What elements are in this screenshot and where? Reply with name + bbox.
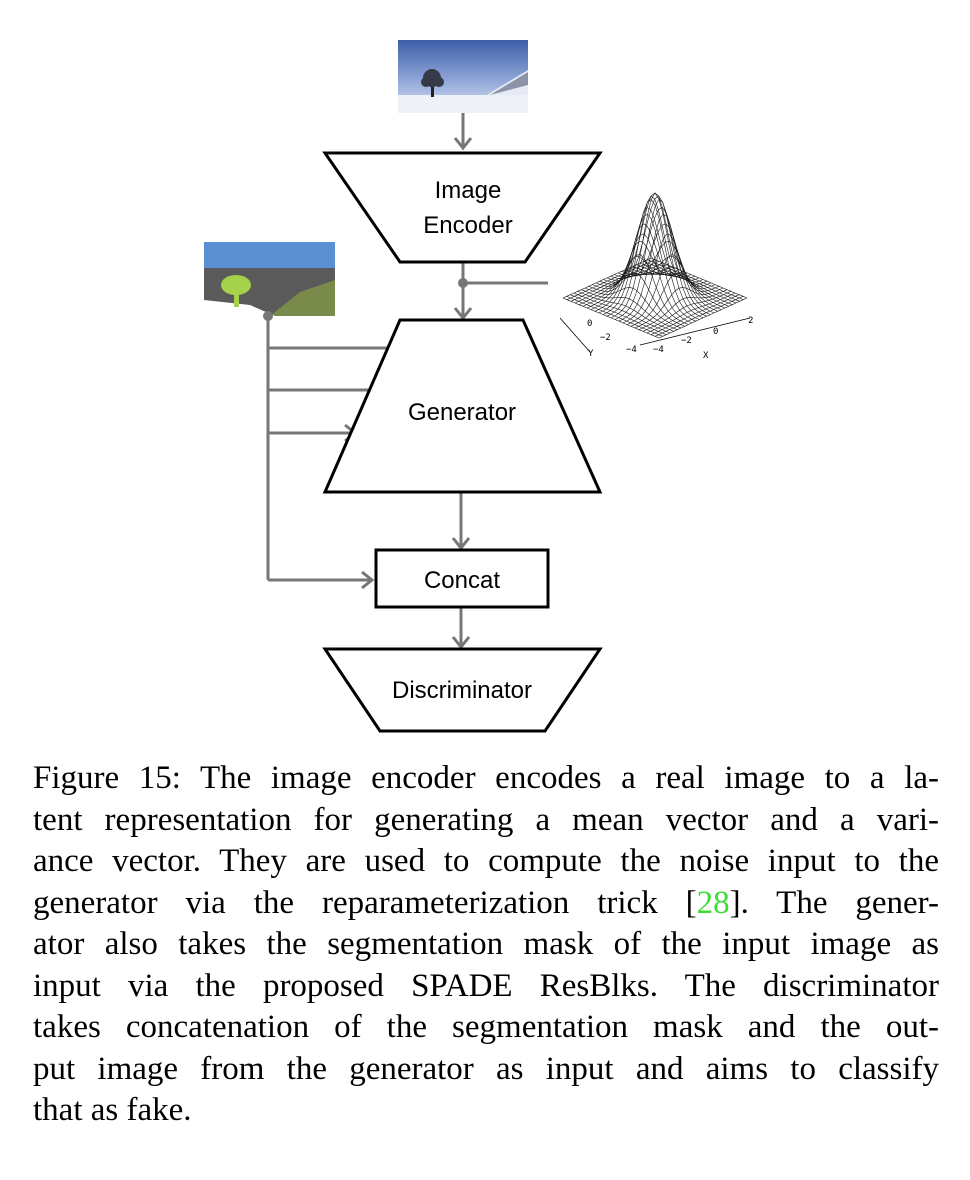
gaussian-mesh-line [595, 233, 693, 324]
gaussian-mesh-line [606, 195, 696, 317]
gaussian-mesh-line [566, 296, 663, 337]
gaussian-mesh-line [650, 294, 740, 335]
discriminator-label: Discriminator [392, 677, 532, 704]
caption-line: takes concatenation of the segmentation … [33, 1009, 939, 1045]
junction-dot [458, 278, 468, 288]
gaussian-mesh-line [658, 297, 748, 339]
y-tick-label: 0 [587, 319, 592, 329]
concat-block: Concat [374, 548, 550, 609]
gaussian-mesh-line [654, 296, 744, 337]
citation-link[interactable]: 28 [696, 884, 730, 921]
generator-label: Generator [408, 399, 516, 426]
concat-label: Concat [424, 567, 500, 594]
x-axis-label: X [703, 351, 709, 361]
caption-line: that as fake. [33, 1092, 192, 1128]
junction-dot [263, 311, 273, 321]
gaussian-mesh-line [603, 198, 700, 320]
y-tick-label: −4 [626, 345, 637, 355]
gaussian-mesh-line [584, 287, 682, 329]
image-encoder-block: Image Encoder [322, 151, 603, 264]
gaussian-mesh-line [573, 292, 671, 334]
discriminator-block: Discriminator [322, 647, 603, 733]
y-axis-label: Y [588, 349, 594, 359]
gaussian-surface-plot: 0 −2 −4 Y −4 −2 0 2 X [559, 192, 753, 361]
caption-line: Figure 15: The image encoder encodes a r… [33, 760, 939, 796]
caption-line: ance vector. They are used to compute th… [33, 843, 939, 879]
gaussian-mesh-line [594, 240, 684, 312]
caption-line: ator also takes the segmentation mask of… [33, 926, 939, 962]
image-encoder-label-line2: Encoder [423, 212, 512, 239]
figure-caption: Figure 15: The image encoder encodes a r… [33, 758, 939, 1132]
gaussian-mesh-line [570, 294, 667, 335]
x-tick-label: −2 [681, 336, 692, 346]
segmentation-mask-thumbnail [204, 242, 335, 316]
y-tick-label: −2 [600, 333, 611, 343]
caption-text: ]. The gener- [729, 884, 939, 921]
caption-line: input via the proposed SPADE ResBlks. Th… [33, 967, 939, 1004]
gaussian-mesh-line [646, 292, 736, 334]
gaussian-mesh-line [588, 272, 685, 327]
caption-line: tent representation for generating a mea… [33, 801, 939, 838]
x-tick-label: 0 [713, 327, 718, 337]
x-tick-label: −4 [653, 345, 664, 355]
x-tick-label: 2 [748, 316, 753, 326]
caption-line: put image from the generator as input an… [33, 1050, 939, 1087]
gaussian-mesh-line [562, 297, 660, 339]
caption-text: generator via the reparameterization tri… [33, 884, 697, 921]
image-encoder-label-line1: Image [435, 177, 502, 204]
real-image-thumbnail [398, 40, 528, 113]
gaussian-mesh-line [599, 213, 696, 322]
gaussian-mesh-line [577, 291, 674, 332]
gaussian-mesh-line [643, 261, 740, 302]
generator-block: Generator [322, 318, 603, 494]
caption-line-with-citation: generator via the reparameterization tri… [33, 883, 939, 925]
gaussian-mesh-line [606, 192, 704, 319]
architecture-diagram: Image Encoder Generator Concat Discrimin… [204, 40, 753, 733]
